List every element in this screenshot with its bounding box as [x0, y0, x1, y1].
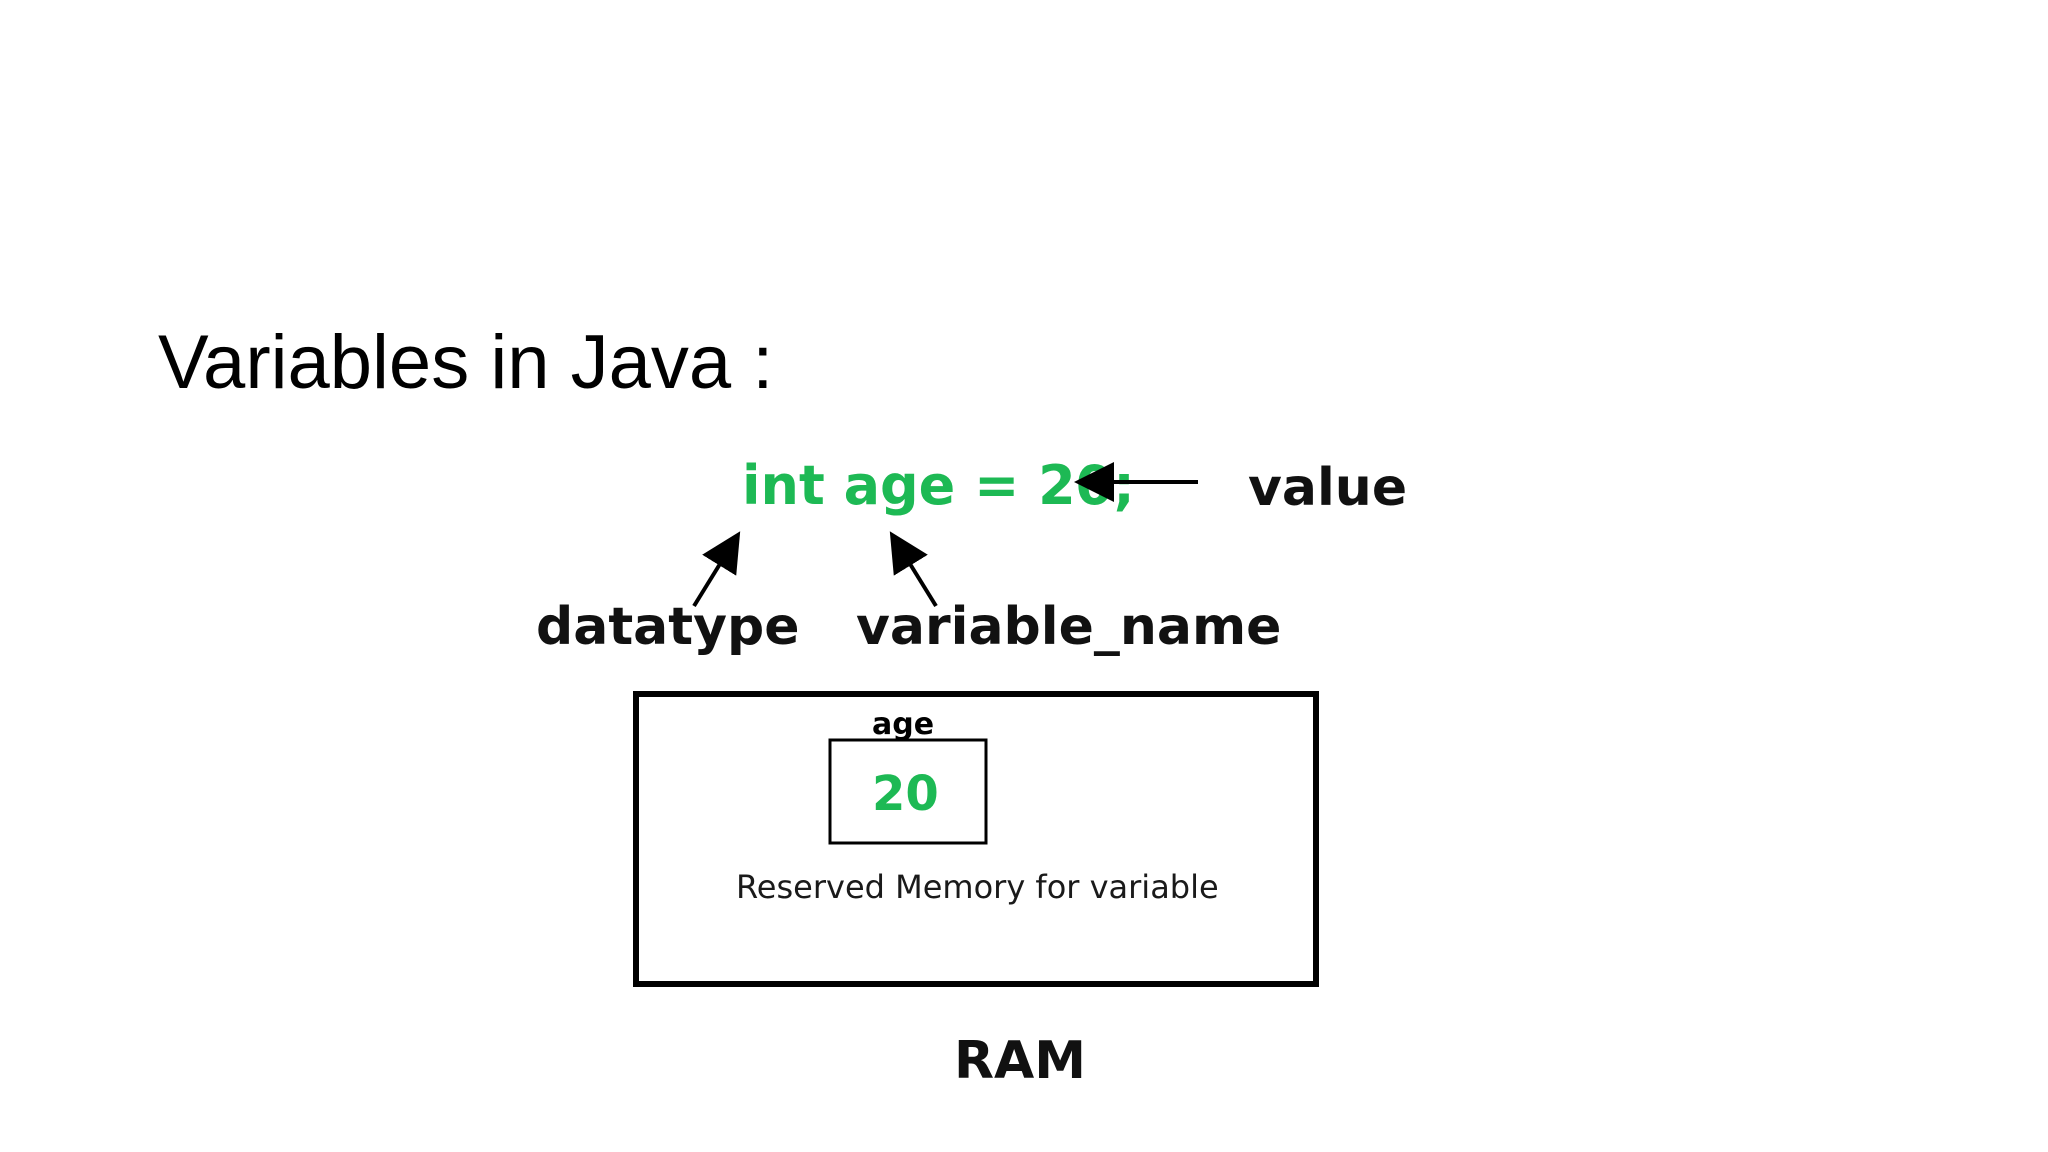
memory-note: Reserved Memory for variable	[736, 868, 1219, 906]
datatype-label: datatype	[536, 597, 800, 657]
cell-name-label: age	[872, 707, 934, 742]
code-statement: int age = 20;	[742, 454, 1135, 517]
variable-name-label: variable_name	[856, 597, 1281, 657]
variable-name-arrow	[889, 531, 938, 608]
memory-cell	[828, 738, 988, 845]
slide-title: Variables in Java :	[158, 320, 774, 405]
ram-box	[633, 691, 1319, 987]
value-label: value	[1248, 458, 1407, 518]
cell-value: 20	[872, 766, 939, 822]
datatype-arrow	[692, 531, 741, 608]
ram-label: RAM	[954, 1031, 1086, 1091]
